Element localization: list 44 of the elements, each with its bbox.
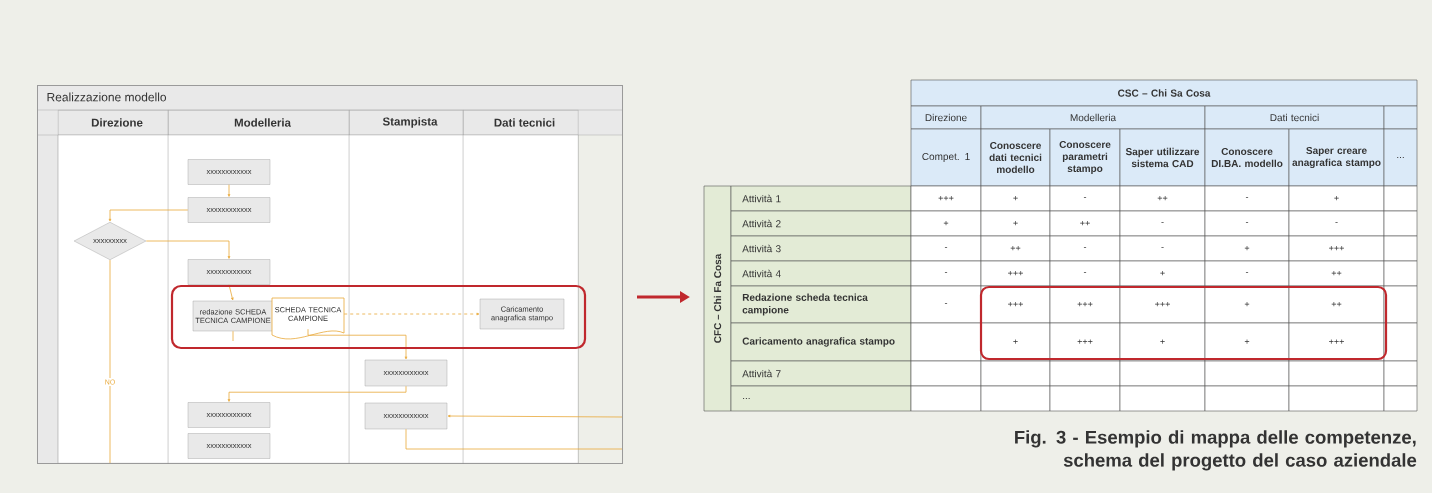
- table-cell: Conoscere parametri stampo: [1049, 128, 1121, 187]
- connector-arrow: [307, 328, 408, 360]
- table-cell: -: [910, 260, 982, 287]
- table-cell: Attività 1: [730, 185, 912, 212]
- table-cell: Conoscere DI.BA. modello: [1204, 128, 1290, 187]
- connector-arrow: [343, 312, 480, 316]
- table-cell: CFC – Chi Fa Cosa: [703, 185, 732, 412]
- table-cell: -: [1049, 185, 1121, 212]
- table-cell: -: [1119, 210, 1206, 237]
- table-cell: Attività 2: [730, 210, 912, 237]
- connector-arrow: [227, 385, 407, 402]
- table-cell: +++: [1049, 322, 1121, 362]
- connector-arrow: [145, 240, 231, 259]
- connector-arrow: [447, 414, 623, 418]
- table-cell: ++: [1119, 185, 1206, 212]
- table-cell: +: [1119, 260, 1206, 287]
- table-cell: -: [1049, 235, 1121, 262]
- connector-arrow: [108, 209, 189, 222]
- table-cell: -: [1204, 210, 1290, 237]
- table-cell: Conoscere dati tecnici modello: [980, 128, 1051, 187]
- table-cell: Caricamento anagrafica stampo: [730, 322, 912, 362]
- table-cell: Attività 3: [730, 235, 912, 262]
- table-cell: +: [1119, 322, 1206, 362]
- table-cell: -: [910, 235, 982, 262]
- table-cell: +: [910, 210, 982, 237]
- table-cell: -: [1049, 260, 1121, 287]
- table-cell: +: [1204, 235, 1290, 262]
- table-cell: -: [1204, 185, 1290, 212]
- table-cell: -: [910, 285, 982, 324]
- table-cell: Redazione scheda tecnica campione: [730, 285, 912, 324]
- table-cell: Attività 7: [730, 360, 912, 387]
- caption: Fig. 3 - Esempio di mappa delle competenze, schema del progetto del caso aziendale: [1015, 430, 1417, 471]
- table-cell: Saper utilizzare sistema CAD: [1119, 128, 1206, 187]
- connector-arrow: [227, 184, 231, 197]
- table-cell: +: [980, 322, 1051, 362]
- table-cell: -: [1119, 235, 1206, 262]
- table-cell: Direzione: [910, 105, 982, 130]
- table-cell: ...: [730, 385, 912, 412]
- table-cell: +: [1204, 322, 1290, 362]
- table-cell: Attività 4: [730, 260, 912, 287]
- table-cell: +++: [910, 185, 982, 212]
- connector-arrow: [228, 284, 234, 301]
- table-cell: -: [1204, 260, 1290, 287]
- table-cell: ++: [1049, 210, 1121, 237]
